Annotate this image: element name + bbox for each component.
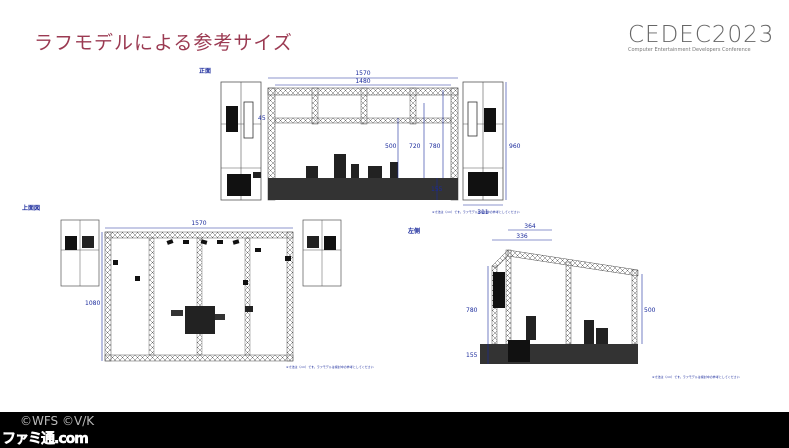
bottom-bar xyxy=(0,412,789,445)
front-dim-960: 960 xyxy=(509,143,521,150)
top-view-label: 上面図 xyxy=(22,205,41,212)
left-note: ※寸法は（cm）です。ラフモデルは検討中の参考としてください xyxy=(652,375,740,379)
front-dim-1570: 1570 xyxy=(355,70,370,77)
top-view-diagram: 1570 1080 xyxy=(60,219,342,362)
front-view-label: 正面 xyxy=(199,68,212,75)
left-dim-780: 780 xyxy=(466,307,478,314)
front-dim-720: 720 xyxy=(409,143,421,150)
top-note: ※寸法は（cm）です。ラフモデルは検討中の参考としてください xyxy=(286,365,374,369)
slide: ラフモデルによる参考サイズ CEDEC2023 Computer Enterta… xyxy=(0,0,789,412)
top-dim-1080: 1080 xyxy=(85,300,100,307)
front-dim-1480: 1480 xyxy=(355,78,370,85)
top-dim-1570: 1570 xyxy=(191,220,206,227)
left-dim-500: 500 xyxy=(644,307,656,314)
front-dim-155: 155 xyxy=(431,186,443,193)
logo-sub: Computer Entertainment Developers Confer… xyxy=(628,47,751,53)
copyright-text: ©WFS ©V/K xyxy=(20,414,95,428)
left-dim-336: 336 xyxy=(516,233,528,240)
left-dim-155: 155 xyxy=(466,352,478,359)
front-dim-780: 780 xyxy=(429,143,441,150)
left-dim-364: 364 xyxy=(524,223,536,230)
left-view-diagram: 364 336 780 500 155 xyxy=(466,223,656,364)
famitsu-watermark: ファミ通.com xyxy=(2,431,89,448)
front-note: ※寸法は（cm）です。ラフモデルは検討中の参考としてください xyxy=(432,210,520,214)
front-view-diagram: 1570 1480 45 500 720 780 960 155 311 xyxy=(220,70,521,216)
front-dim-311: 311 xyxy=(477,209,489,216)
cedec-logo: CEDEC2023 Computer Entertainment Develop… xyxy=(628,22,775,53)
slide-title: ラフモデルによる参考サイズ xyxy=(34,32,293,54)
front-dim-45: 45 xyxy=(258,115,266,122)
logo-main: CEDEC2023 xyxy=(628,22,775,48)
front-dim-500: 500 xyxy=(385,143,397,150)
left-view-label: 左側 xyxy=(408,228,421,235)
